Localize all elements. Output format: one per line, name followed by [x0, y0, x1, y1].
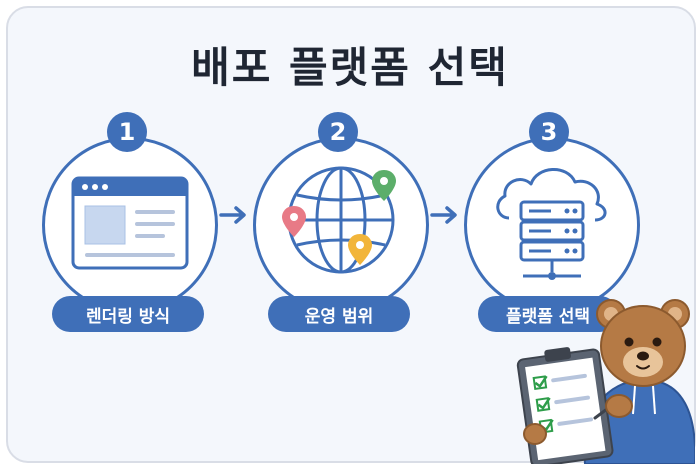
step-2-circle: [253, 137, 429, 313]
step-2-label: 운영 범위: [268, 296, 410, 332]
arrow-right-icon: [430, 206, 457, 224]
globe-with-pins-icon: [282, 166, 396, 274]
arrow-right-icon: [219, 206, 246, 224]
page-title: 배포 플랫폼 선택: [191, 43, 509, 92]
step-2-badge: 2: [318, 112, 358, 152]
bear-mascot-icon: [516, 299, 695, 464]
checklist-clipboard-icon: [516, 347, 614, 464]
step-3-badge: 3: [529, 112, 569, 152]
step-3-label: 플랫폼 선택: [478, 296, 618, 332]
step-1-label: 렌더링 방식: [52, 296, 204, 332]
step-1-circle: [42, 137, 218, 313]
cloud-server-icon: [496, 168, 607, 280]
step-3-circle: [464, 137, 640, 313]
step-1-badge: 1: [107, 112, 147, 152]
browser-window-icon: [71, 176, 189, 270]
